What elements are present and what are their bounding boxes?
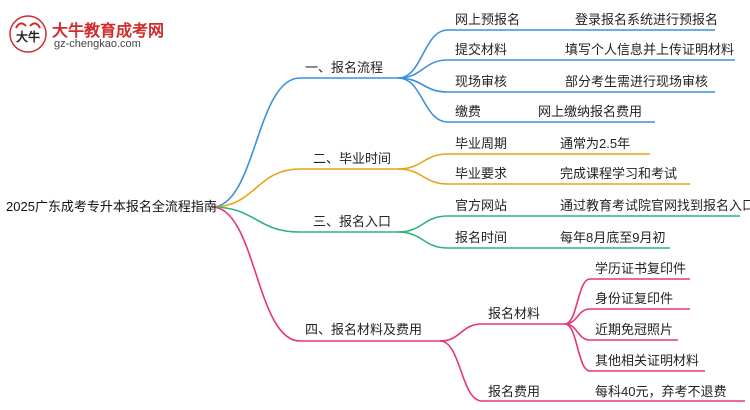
connector-branch-2-child-1 bbox=[397, 153, 449, 170]
leaf-submit-materials: 提交材料 bbox=[455, 42, 508, 57]
connector-branch-2-child-2 bbox=[397, 168, 449, 185]
material-id-copy: 身份证复印件 bbox=[595, 291, 674, 306]
detail-graduation-requirement: 完成课程学习和考试 bbox=[560, 166, 678, 181]
connector-root-branch-4 bbox=[211, 206, 301, 342]
connector-branch-1-child-1 bbox=[397, 29, 449, 79]
connector-branch-3-child-1 bbox=[397, 215, 449, 233]
detail-onsite-review: 部分考生需进行现场审核 bbox=[565, 74, 709, 89]
leaf-graduation-requirement: 毕业要求 bbox=[455, 166, 508, 181]
material-other-proof: 其他相关证明材料 bbox=[595, 353, 700, 368]
leaf-graduation-cycle: 毕业周期 bbox=[455, 136, 508, 151]
connector-branch-4-child-1 bbox=[439, 323, 483, 342]
connector-branch-1-child-2 bbox=[397, 59, 449, 79]
branch-materials-and-fees: 四、报名材料及费用 bbox=[305, 322, 423, 337]
connector-material-4 bbox=[564, 323, 591, 372]
connector-root-branch-3 bbox=[211, 206, 301, 233]
leaf-payment: 缴费 bbox=[455, 104, 482, 119]
leaf-online-preregistration: 网上预报名 bbox=[455, 12, 521, 27]
root-node: 2025广东成考专升本报名全流程指南 bbox=[6, 199, 217, 214]
material-diploma-copy: 学历证书复印件 bbox=[595, 261, 687, 276]
site-logo[interactable]: 大牛 大牛教育成考网 gz-chengkao.com bbox=[8, 14, 188, 54]
detail-submit-materials: 填写个人信息并上传证明材料 bbox=[565, 42, 735, 57]
leaf-registration-time: 报名时间 bbox=[455, 230, 508, 245]
connector-root-branch-1 bbox=[211, 77, 301, 208]
detail-official-website: 通过教育考试院官网找到报名入口 bbox=[560, 198, 750, 213]
leaf-official-website: 官方网站 bbox=[455, 198, 508, 213]
connector-branch-4-child-2 bbox=[439, 340, 483, 402]
branch-registration-entry: 三、报名入口 bbox=[313, 214, 392, 229]
connector-branch-3-child-2 bbox=[397, 231, 449, 249]
logo-url: gz-chengkao.com bbox=[54, 38, 141, 50]
leaf-onsite-review: 现场审核 bbox=[455, 74, 508, 89]
connector-material-1 bbox=[564, 278, 591, 325]
connector-branch-1-child-4 bbox=[397, 77, 449, 123]
detail-registration-fee: 每科40元，弃考不退费 bbox=[595, 384, 727, 399]
branch-graduation-time: 二、毕业时间 bbox=[313, 151, 392, 166]
detail-graduation-cycle: 通常为2.5年 bbox=[560, 136, 631, 151]
leaf-registration-fee: 报名费用 bbox=[488, 384, 541, 399]
detail-online-preregistration: 登录报名系统进行预报名 bbox=[575, 12, 719, 27]
logo-title: 大牛教育成考网 bbox=[52, 23, 165, 40]
logo-mark-text: 大牛 bbox=[16, 29, 40, 44]
detail-payment: 网上缴纳报名费用 bbox=[538, 104, 643, 119]
branch-registration-process: 一、报名流程 bbox=[305, 60, 384, 75]
detail-registration-time: 每年8月底至9月初 bbox=[560, 230, 666, 245]
connector-root-branch-2 bbox=[211, 168, 301, 208]
ox-logo-icon: 大牛 bbox=[9, 15, 47, 53]
leaf-registration-materials: 报名材料 bbox=[488, 306, 541, 321]
material-photo: 近期免冠照片 bbox=[595, 322, 674, 337]
